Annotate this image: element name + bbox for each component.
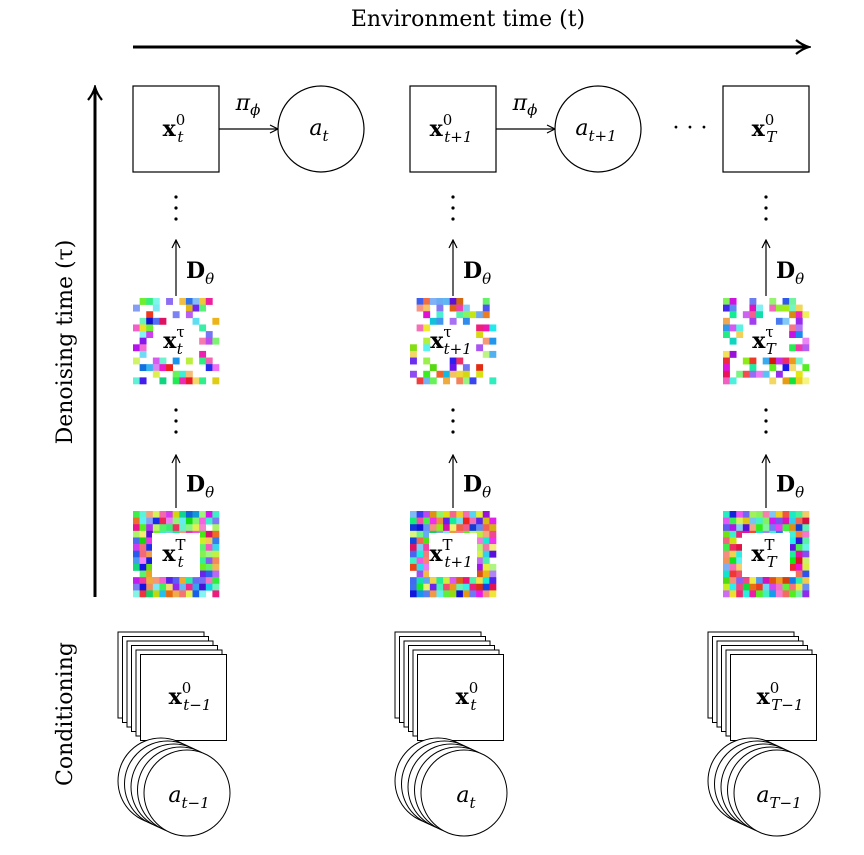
vertical-ellipsis (764, 408, 768, 434)
denoise-arrow: Dθ (176, 240, 214, 296)
denoise-arrow: Dθ (453, 240, 491, 296)
vertical-ellipsis (174, 195, 178, 221)
denoiser-label: Dθ (463, 258, 491, 288)
clean-state-box (132, 85, 220, 173)
denoise-arrow: Dθ (766, 455, 804, 508)
conditioning-action-stack (707, 737, 821, 837)
conditioning-frame-stack (117, 631, 227, 741)
environment-time-label: Environment time (t) (351, 7, 585, 32)
denoise-arrow: Dθ (766, 240, 804, 296)
action-circle (554, 85, 642, 173)
conditioning-frame-stack (707, 631, 817, 741)
denoising-time-label: Denoising time (τ) (53, 240, 78, 445)
policy-arrow: πϕ (496, 91, 555, 129)
conditioning-action-label: at (456, 783, 476, 812)
denoise-arrow: Dθ (176, 455, 214, 508)
conditioning-action-label: aT−1 (756, 783, 801, 812)
conditioning-label: Conditioning (53, 642, 78, 786)
full-noise-box (133, 511, 220, 598)
conditioning-action-stack (117, 737, 231, 837)
clean-state-box (409, 85, 497, 173)
vertical-ellipsis (174, 408, 178, 434)
vertical-ellipsis (451, 195, 455, 221)
mid-noise-box (723, 298, 810, 385)
action-label: at+1 (575, 116, 616, 145)
denoiser-label: Dθ (186, 258, 214, 288)
action-label: at (309, 116, 329, 145)
conditioning-action-label: at−1 (168, 783, 209, 812)
full-noise-box (723, 511, 810, 598)
policy-arrow: πϕ (219, 91, 278, 129)
action-circle (277, 85, 365, 173)
vertical-ellipsis (451, 408, 455, 434)
mid-noise-box (410, 298, 497, 385)
vertical-ellipsis (764, 195, 768, 221)
clean-state-box (722, 85, 810, 173)
denoise-arrow: Dθ (453, 455, 491, 508)
denoiser-label: Dθ (776, 258, 804, 288)
conditioning-action-stack (394, 737, 508, 837)
denoiser-label: Dθ (186, 472, 214, 502)
policy-label: πϕ (512, 91, 538, 119)
policy-label: πϕ (235, 91, 261, 119)
conditioning-frame-stack (394, 631, 504, 741)
mid-noise-box (133, 298, 220, 385)
denoiser-label: Dθ (463, 472, 491, 502)
denoiser-label: Dθ (776, 472, 804, 502)
horizontal-ellipsis: · · · (673, 116, 708, 141)
